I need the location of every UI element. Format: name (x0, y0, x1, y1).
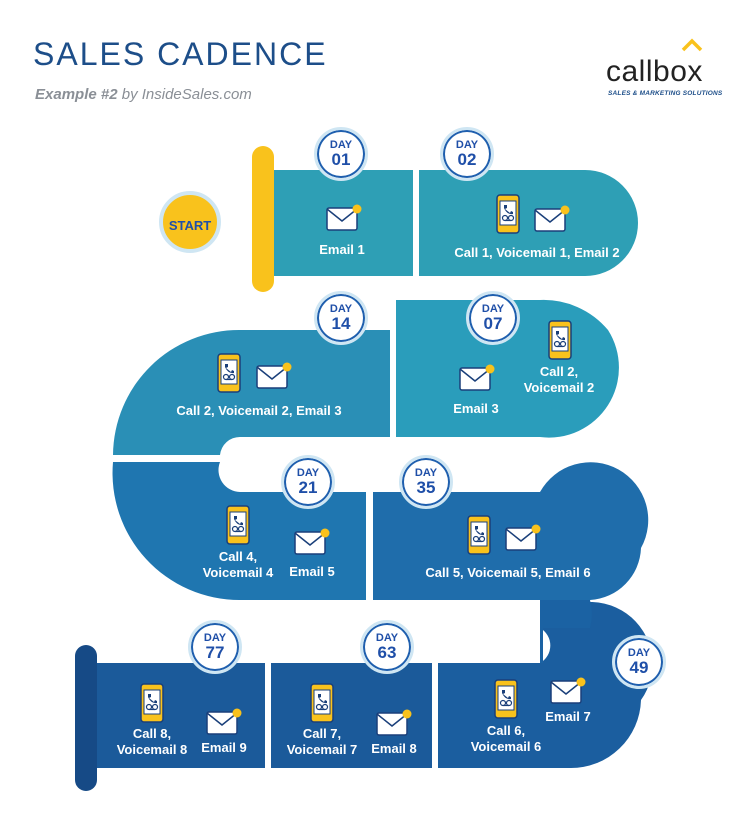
phone-icon (548, 320, 572, 360)
step-label-day14: Call 2, Voicemail 2, Email 3 (176, 403, 342, 418)
step-label-day21-call-2: Voicemail 4 (202, 565, 274, 580)
page-subtitle: Example #2 by InsideSales.com (35, 86, 252, 103)
phone-icon (140, 683, 164, 723)
step-label-day02: Call 1, Voicemail 1, Email 2 (454, 245, 620, 260)
step-label-day01: Email 1 (319, 242, 365, 257)
step-label-day77-email: Email 9 (201, 740, 247, 755)
road-segment-day49 (438, 602, 653, 769)
phone-icon (226, 505, 250, 545)
road-joint (540, 600, 543, 663)
subtitle-source: by InsideSales.com (117, 86, 252, 103)
step-label-day77-call-1: Call 8, (132, 726, 172, 741)
start-badge: START (159, 191, 221, 253)
step-label-day63-call-2: Voicemail 7 (286, 742, 358, 757)
phone-icon (467, 515, 491, 555)
step-label-day49-call-1: Call 6, (486, 723, 526, 738)
email-icon (534, 205, 570, 232)
logo-tagline: SALES & MARKETING SOLUTIONS (608, 90, 723, 97)
phone-icon (494, 679, 518, 719)
email-icon (376, 709, 412, 736)
step-label-day21-call-1: Call 4, (218, 549, 258, 564)
step-label-day07-email: Email 3 (453, 401, 499, 416)
email-icon (459, 364, 495, 391)
end-bar (75, 645, 97, 791)
step-label-day35: Call 5, Voicemail 5, Email 6 (425, 565, 591, 580)
email-icon (550, 677, 586, 704)
road-curve-right-1 (560, 276, 585, 300)
email-icon (206, 708, 242, 735)
step-label-day63-call-1: Call 7, (302, 726, 342, 741)
step-label-day07-call-1: Call 2, (539, 364, 579, 379)
road-segment-day14 (113, 329, 390, 455)
subtitle-example: Example #2 (35, 86, 118, 103)
email-icon (505, 524, 541, 551)
email-icon (294, 528, 330, 555)
road-curve-right-3 (540, 600, 592, 628)
step-label-day21-email: Email 5 (289, 564, 335, 579)
step-label-day49-call-2: Voicemail 6 (470, 739, 542, 754)
phone-icon (496, 194, 520, 234)
email-icon (326, 204, 362, 231)
email-icon (256, 362, 292, 389)
step-label-day49-email: Email 7 (545, 709, 591, 724)
page-title: SALES CADENCE (33, 36, 328, 72)
start-bar (252, 146, 274, 292)
phone-icon (310, 683, 334, 723)
caret-up-icon (681, 38, 703, 52)
callbox-logo: callbox (606, 55, 703, 88)
phone-icon (217, 353, 241, 393)
step-label-day77-call-2: Voicemail 8 (116, 742, 188, 757)
road-segment-day02 (419, 170, 638, 276)
step-label-day63-email: Email 8 (371, 741, 417, 756)
step-label-day07-call-2: Voicemail 2 (523, 380, 595, 395)
